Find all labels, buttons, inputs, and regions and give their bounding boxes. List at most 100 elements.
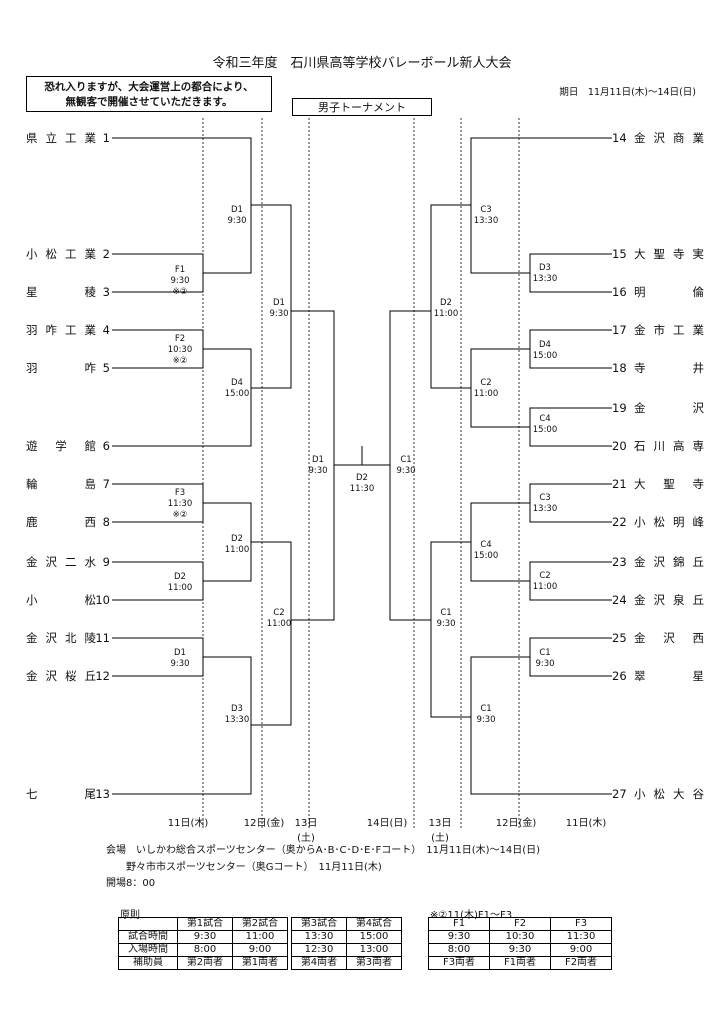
- team-number: 14: [612, 131, 627, 145]
- match-time: 11:00: [532, 582, 558, 592]
- match-time: 11:00: [473, 389, 499, 399]
- match-court: C3: [539, 493, 551, 503]
- match-court: C4: [480, 540, 492, 550]
- team-number: 12: [95, 669, 110, 683]
- match-time: 11:00: [167, 583, 193, 593]
- tournament-bracket: [112, 118, 612, 828]
- table-cell: 15:00: [346, 930, 402, 944]
- match-court: D4: [539, 340, 551, 350]
- match-time: 9:30: [436, 619, 456, 629]
- table-cell: 11:00: [232, 930, 288, 944]
- team-name: 七尾: [26, 787, 96, 801]
- table-cell: 11:30: [550, 930, 612, 944]
- team-number: 4: [102, 323, 110, 337]
- team-name: 石川高専: [634, 439, 704, 453]
- bracket-line: [251, 541, 292, 726]
- match-court: C4: [539, 414, 551, 424]
- match-time: 11:30: [167, 499, 193, 509]
- team-number: 17: [612, 323, 627, 337]
- table-cell: 10:30: [489, 930, 551, 944]
- bracket-line: [389, 310, 431, 621]
- f-schedule-table: F1 F2 F3 9:30 10:30 11:30 8:00 9:30 9:00…: [428, 917, 612, 970]
- team-name: 大聖寺: [634, 477, 704, 491]
- table-cell: 第3試合: [291, 917, 347, 931]
- table-cell: 9:30: [177, 930, 233, 944]
- team-name: 遊学館: [26, 439, 96, 453]
- match-time: 9:30: [396, 466, 416, 476]
- table-cell: 第2試合: [232, 917, 288, 931]
- table-row: 補助員 第2両者 第1両者 第4両者 第3両者: [118, 956, 402, 970]
- match-time: 11:00: [266, 619, 292, 629]
- match-court: D1: [231, 205, 243, 215]
- table-row: F1 F2 F3: [428, 917, 612, 931]
- match-court: C1: [480, 704, 492, 714]
- team-name: 明倫: [634, 285, 704, 299]
- table-cell: [118, 917, 178, 931]
- team-name: 金沢北陵: [26, 631, 96, 645]
- team-name: 羽咋: [26, 361, 96, 375]
- team-name: 星稜: [26, 285, 96, 299]
- team-number: 22: [612, 515, 627, 529]
- table-row: 8:00 9:30 9:00: [428, 943, 612, 957]
- bracket-line: [112, 348, 252, 447]
- match-court: D1: [174, 648, 186, 658]
- match-time: 9:30: [170, 659, 190, 669]
- table-cell: 12:30: [291, 943, 347, 957]
- team-number: 9: [102, 555, 110, 569]
- bracket-line: [430, 541, 471, 718]
- team-number: 26: [612, 669, 627, 683]
- match-court: D2: [174, 572, 186, 582]
- notice-box: 恐れ入りますが、大会運営上の都合により、 無観客で開催させていただきます。: [26, 76, 272, 112]
- team-name: 小松工業: [26, 247, 96, 261]
- team-name: 小松: [26, 593, 96, 607]
- match-court: D3: [231, 704, 243, 714]
- team-name: 寺井: [634, 361, 704, 375]
- match-time: 13:30: [532, 274, 558, 284]
- table-cell: F1両者: [489, 956, 551, 970]
- match-court: C2: [539, 571, 551, 581]
- table-cell: 第1両者: [232, 956, 288, 970]
- bracket-line: [529, 253, 612, 293]
- match-court: D3: [539, 263, 551, 273]
- team-entry: 羽咋工業 4: [26, 322, 110, 338]
- match-note: ※②: [172, 356, 188, 366]
- match-time: 9:30: [269, 309, 289, 319]
- match-time: 15:00: [532, 425, 558, 435]
- team-number: 23: [612, 555, 627, 569]
- team-name: 県立工業: [26, 131, 96, 145]
- table-cell: F2: [489, 917, 551, 931]
- team-name: 羽咋工業: [26, 323, 96, 337]
- table-cell: 8:00: [177, 943, 233, 957]
- team-name: 金沢泉丘: [634, 593, 704, 607]
- match-court: C1: [440, 608, 452, 618]
- table-cell: 9:30: [428, 930, 490, 944]
- table-cell: 13:30: [291, 930, 347, 944]
- opening-time: 開場8：00: [106, 878, 156, 889]
